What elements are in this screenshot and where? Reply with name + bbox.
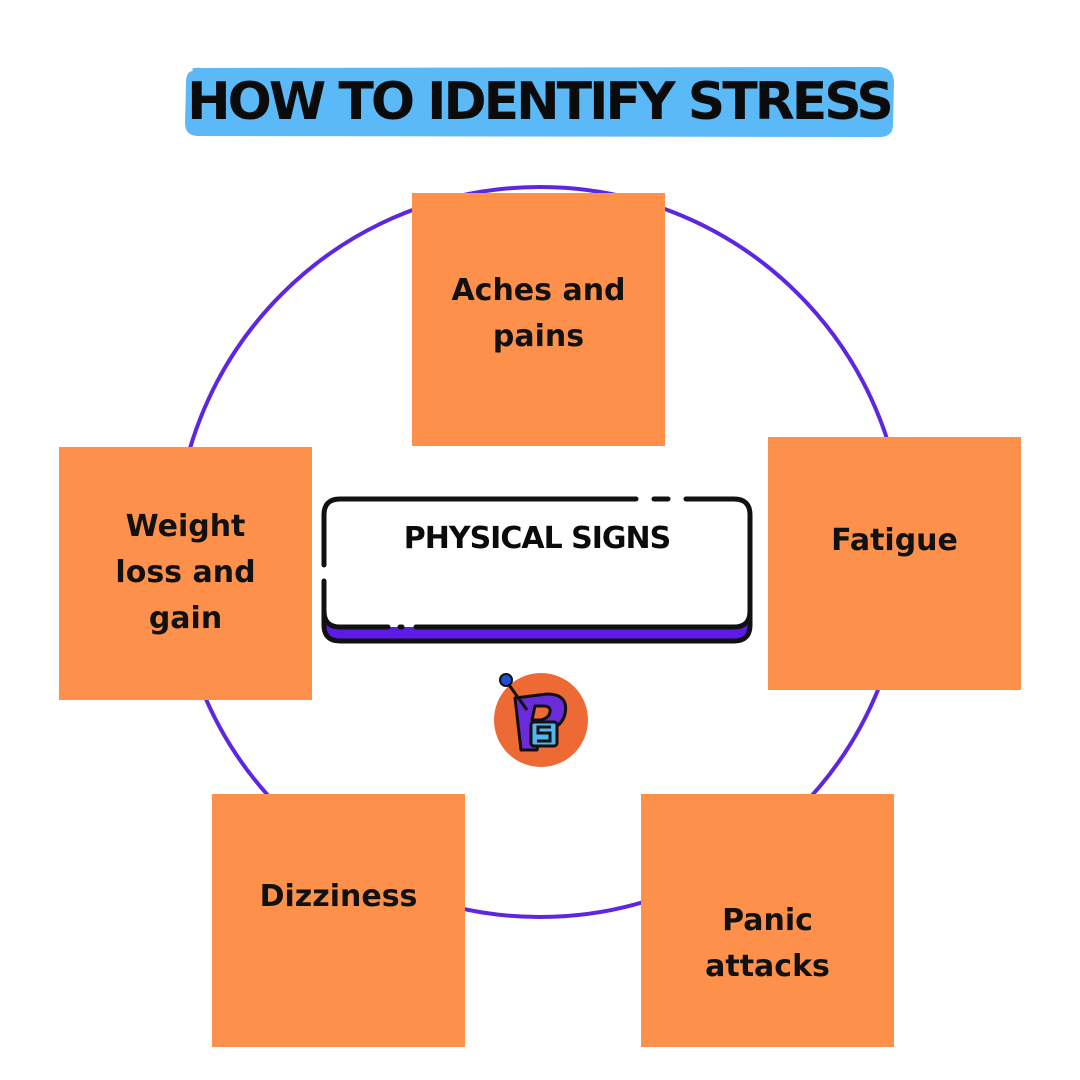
page-title: HOW TO IDENTIFY STRESS	[187, 72, 894, 132]
sign-label-fatigue: Fatigue	[831, 522, 958, 558]
ps-logo-icon	[494, 673, 588, 767]
sign-box-weight: Weight loss and gain	[59, 447, 312, 700]
sign-label-panic: Panic attacks	[705, 903, 830, 984]
title-highlight	[185, 67, 894, 138]
sign-label-aches: Aches and pains	[451, 273, 626, 354]
sign-box-aches: Aches and pains	[412, 193, 665, 446]
sign-label-dizziness: Dizziness	[259, 879, 418, 914]
sign-label-weight: Weight loss and gain	[115, 509, 256, 636]
center-label: PHYSICAL SIGNS	[403, 521, 672, 556]
center-card-frame	[321, 496, 753, 644]
title-banner: HOW TO IDENTIFY STRESS	[183, 65, 895, 139]
center-card: PHYSICAL SIGNS	[320, 495, 754, 647]
sign-box-fatigue: Fatigue	[768, 437, 1021, 690]
sign-box-panic: Panic attacks	[641, 794, 894, 1047]
sign-box-dizziness: Dizziness	[212, 794, 465, 1047]
